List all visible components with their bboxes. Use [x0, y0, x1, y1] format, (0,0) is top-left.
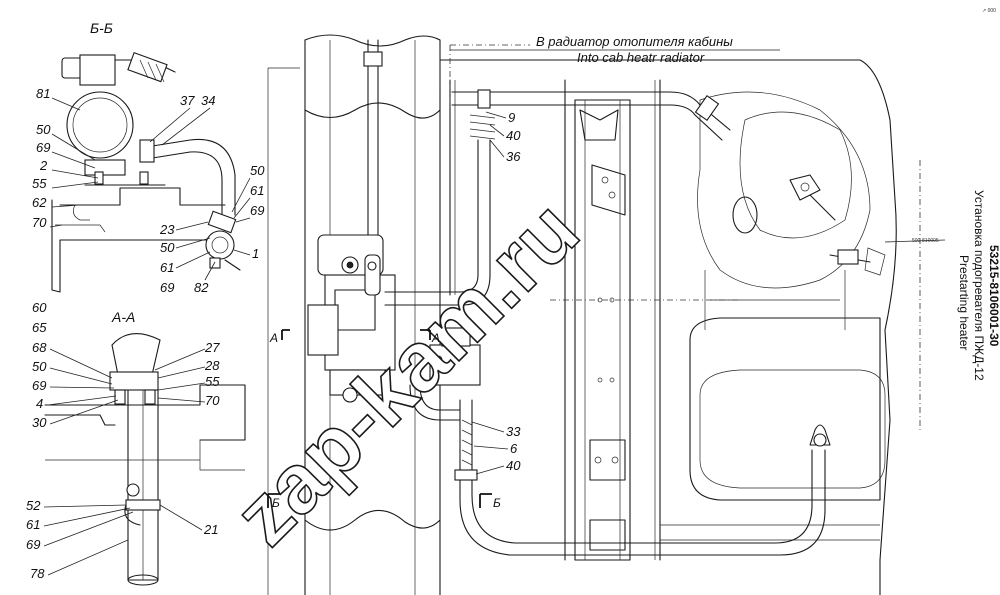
- callout-50c: 50: [250, 163, 265, 178]
- callout-50: 50: [36, 122, 51, 137]
- callouts-bb: 81 50 69 2 55 62 70 37 34 23 50 61 69 50…: [32, 86, 265, 295]
- callout-4: 4: [36, 396, 43, 411]
- callout-81: 81: [36, 86, 50, 101]
- callout-61: 61: [160, 260, 174, 275]
- callout-36: 36: [506, 149, 521, 164]
- chassis-frame: [267, 34, 921, 595]
- callout-55: 55: [32, 176, 47, 191]
- title-name-ru: Установка подогревателя ПЖД-12: [972, 190, 986, 381]
- section-aa-label: А-А: [111, 309, 135, 325]
- callout-28: 28: [204, 358, 220, 373]
- callouts-main: 9 40 36 33 6 40: [471, 110, 521, 475]
- callout-70: 70: [32, 215, 47, 230]
- callout-69b: 69: [160, 280, 174, 295]
- heater-assembly: [307, 39, 886, 556]
- callout-55b: 55: [205, 374, 220, 389]
- cut-a-left: А: [269, 331, 278, 345]
- callout-21: 21: [203, 522, 218, 537]
- callout-30: 30: [32, 415, 47, 430]
- callout-9: 9: [508, 110, 515, 125]
- cut-a-right: А: [431, 331, 440, 345]
- callout-1: 1: [252, 246, 259, 261]
- section-bb-label: Б-Б: [90, 20, 113, 36]
- callout-78: 78: [30, 566, 45, 581]
- callout-50d: 50: [32, 359, 47, 374]
- callout-34: 34: [201, 93, 215, 108]
- callout-69c: 69: [250, 203, 264, 218]
- callout-69d: 69: [32, 378, 46, 393]
- callout-37: 37: [180, 93, 195, 108]
- callout-27: 27: [204, 340, 220, 355]
- callout-61b: 61: [250, 183, 264, 198]
- callout-2: 2: [39, 158, 48, 173]
- callout-68: 68: [32, 340, 47, 355]
- cut-b-left: Б: [272, 496, 280, 510]
- note-radiator-ru: В радиатор отопителя кабины: [536, 34, 733, 49]
- cut-b-right: Б: [493, 496, 501, 510]
- section-aa-view: [44, 333, 246, 586]
- title-block: 53215-8106001-30 Установка подогревателя…: [957, 190, 1000, 381]
- cut-markers: А А Б Б: [267, 329, 501, 510]
- callout-69: 69: [36, 140, 50, 155]
- section-bb-view: [51, 52, 241, 293]
- callout-70b: 70: [205, 393, 220, 408]
- callout-23: 23: [159, 222, 175, 237]
- callout-82: 82: [194, 280, 209, 295]
- callout-40b: 40: [506, 458, 521, 473]
- corner-mark: ↗ 000: [982, 8, 996, 14]
- callout-61c: 61: [26, 517, 40, 532]
- callout-50b: 50: [160, 240, 175, 255]
- title-code: 53215-8106001-30: [987, 245, 1000, 347]
- note-radiator-en: Into cab heatr radiator: [577, 50, 705, 65]
- callout-62: 62: [32, 195, 47, 210]
- callout-65: 65: [32, 320, 47, 335]
- callouts-aa: 60 65 68 50 69 4 30 27 28 55 70 52 61 69…: [26, 300, 220, 581]
- callout-40: 40: [506, 128, 521, 143]
- title-name-en: Prestarting heater: [957, 255, 971, 350]
- callout-60: 60: [32, 300, 47, 315]
- callout-33: 33: [506, 424, 521, 439]
- callout-69e: 69: [26, 537, 40, 552]
- callout-52: 52: [26, 498, 41, 513]
- callout-6: 6: [510, 441, 518, 456]
